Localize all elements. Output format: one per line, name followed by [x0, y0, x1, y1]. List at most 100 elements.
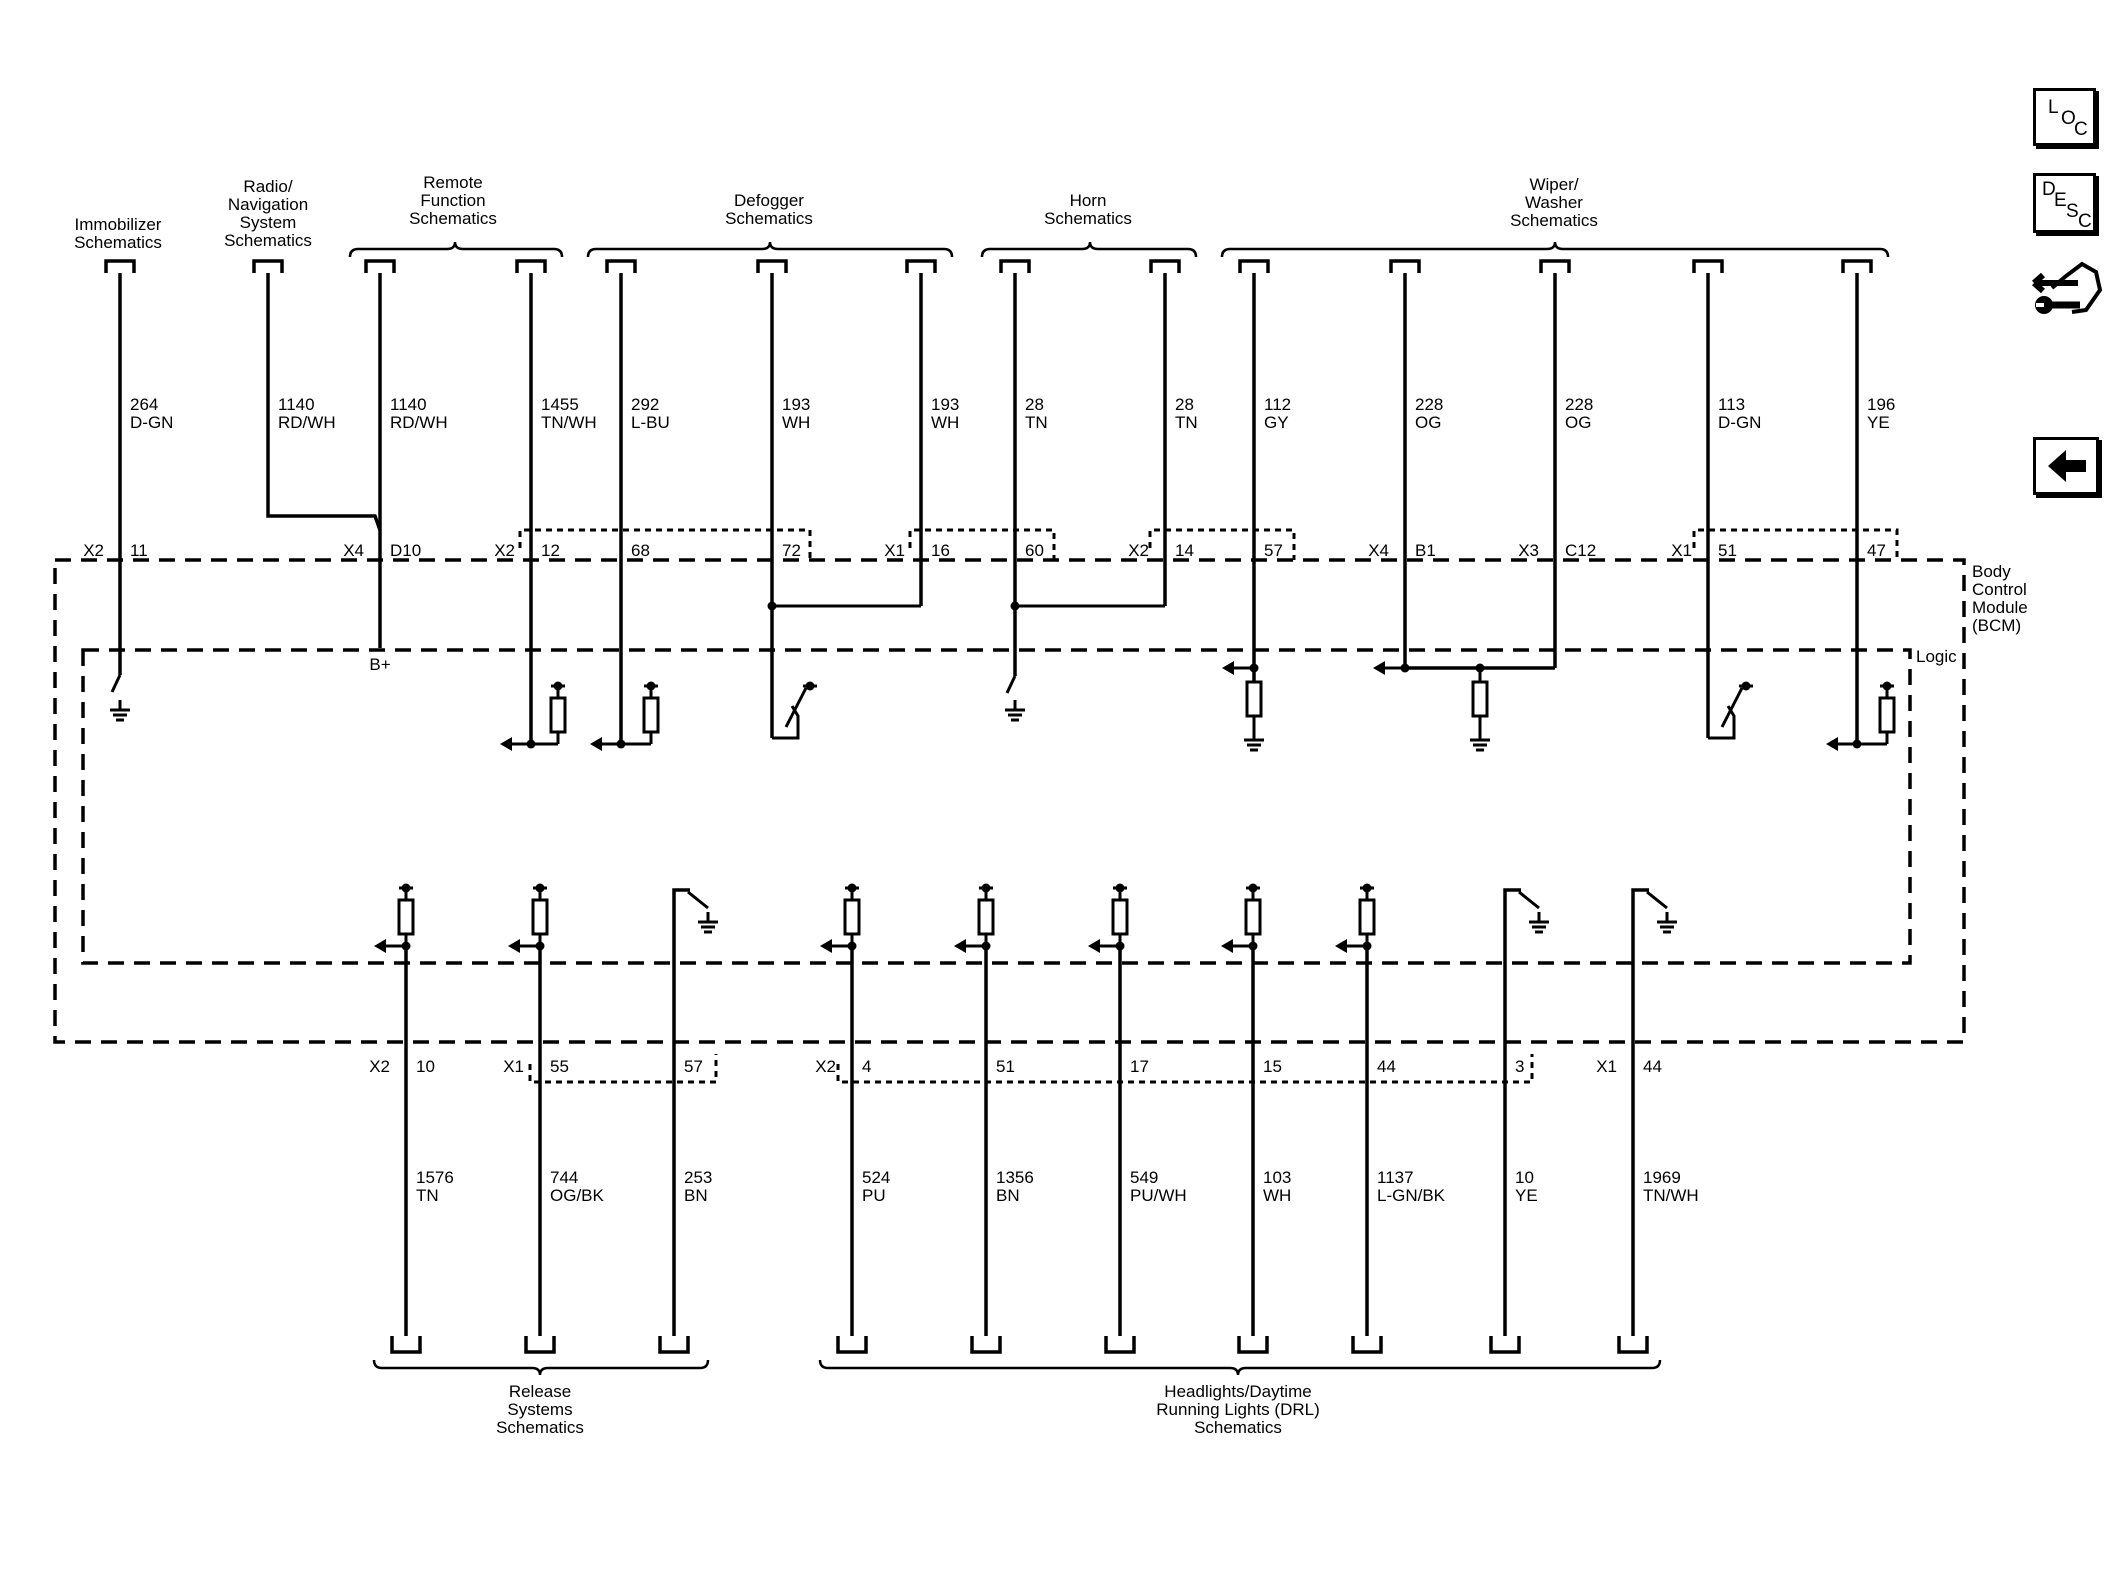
connector-label: X2 — [369, 1057, 390, 1076]
pin-label: 15 — [1263, 1057, 1282, 1076]
splice-dot — [1852, 739, 1862, 749]
group-bracket — [372, 1359, 710, 1376]
pin-label: B1 — [1415, 541, 1436, 560]
wire-color-label: D-GN — [130, 413, 173, 432]
wire-circuit-label: 196 — [1867, 395, 1895, 414]
resistor — [843, 898, 861, 936]
connector-terminal — [104, 259, 136, 273]
top-group-label-horn: Horn — [1070, 191, 1107, 210]
top-group-label-horn: Schematics — [1044, 209, 1132, 228]
bottom-group-label-release: Systems — [507, 1400, 572, 1419]
top-group-label-remote: Function — [420, 191, 485, 210]
connector-terminal — [390, 1336, 422, 1354]
connector-wrench-icon — [2032, 261, 2103, 314]
connector-group — [836, 1054, 1534, 1084]
wire-color-label: L-BU — [631, 413, 670, 432]
bottom-group-label-headlights: Schematics — [1194, 1418, 1282, 1437]
group-bracket — [586, 241, 954, 258]
resistor — [1358, 898, 1376, 936]
top-group-label-remote: Schematics — [409, 209, 497, 228]
loc-letter-o: O — [2061, 108, 2076, 129]
wire-circuit-label: 28 — [1025, 395, 1044, 414]
wire-circuit-label: 1356 — [996, 1168, 1034, 1187]
loc-letter-l: L — [2048, 97, 2059, 118]
wire-color-label: PU/WH — [1130, 1186, 1187, 1205]
back-button[interactable] — [2033, 437, 2099, 495]
wire-circuit-label: 228 — [1565, 395, 1593, 414]
wire-circuit-label: 103 — [1263, 1168, 1291, 1187]
wire-circuit-label: 1455 — [541, 395, 579, 414]
wire-circuit-label: 1137 — [1377, 1168, 1414, 1187]
connector-group — [1148, 528, 1296, 560]
resistor — [1471, 680, 1489, 718]
switch-blade — [1005, 675, 1017, 694]
pin-label: 57 — [1264, 541, 1283, 560]
input-arrow — [1826, 737, 1838, 751]
group-bracket — [1220, 241, 1890, 258]
connector-group — [1692, 528, 1899, 560]
input-arrow — [374, 939, 386, 953]
input-arrow — [1222, 661, 1234, 675]
wire-color-label: PU — [862, 1186, 886, 1205]
resistor — [977, 898, 995, 936]
wire-circuit-label: 10 — [1515, 1168, 1534, 1187]
switch-lead — [672, 888, 690, 944]
input-arrow — [590, 737, 602, 751]
loc-button[interactable]: L O C — [2033, 88, 2096, 146]
input-arrow — [820, 939, 832, 953]
splice-dot — [616, 739, 626, 749]
input-arrow — [954, 939, 966, 953]
loc-letter-c: C — [2074, 119, 2088, 140]
desc-letter-c: C — [2078, 211, 2092, 232]
connector-terminal — [364, 259, 396, 273]
wire-circuit-label: 112 — [1264, 395, 1291, 414]
pin-label: 44 — [1643, 1057, 1662, 1076]
switch-blade — [687, 890, 709, 910]
connector-group — [908, 528, 1056, 560]
switch-lead — [1631, 888, 1649, 944]
pin-label: 11 — [130, 541, 148, 560]
connector-label: X4 — [1368, 541, 1389, 560]
splice-dot — [767, 601, 777, 611]
connector-label: X3 — [1518, 541, 1539, 560]
pin-label: 4 — [862, 1057, 871, 1076]
wire-circuit-label: 193 — [782, 395, 810, 414]
top-group-label-remote: Remote — [423, 173, 483, 192]
wire-color-label: BN — [684, 1186, 708, 1205]
connector-wrench-button[interactable] — [2028, 250, 2108, 330]
resistor — [1878, 696, 1896, 734]
wire-radio — [266, 273, 382, 531]
splice-dot — [1010, 601, 1020, 611]
input-arrow — [500, 737, 512, 751]
top-group-label-wiper: Wiper/ — [1529, 175, 1578, 194]
connector-terminal — [1489, 1336, 1521, 1354]
top-group-label-immobilizer: Immobilizer — [75, 215, 162, 234]
wire-color-label: TN — [1175, 413, 1198, 432]
resistor — [397, 898, 415, 936]
connector-terminal — [999, 259, 1031, 273]
wire-circuit-label: 1576 — [416, 1168, 454, 1187]
wire-circuit-label: 1140 — [278, 395, 315, 414]
pin-label: 68 — [631, 541, 650, 560]
logic-outline — [81, 648, 1912, 965]
pin-label: 55 — [550, 1057, 569, 1076]
wire-circuit-label: 524 — [862, 1168, 890, 1187]
wire-circuit-label: 28 — [1175, 395, 1194, 414]
pin-label: 16 — [931, 541, 950, 560]
splice-dot — [1400, 663, 1410, 673]
desc-button[interactable]: D E S C — [2033, 173, 2096, 233]
pin-label: 57 — [684, 1057, 703, 1076]
wire-color-label: GY — [1264, 413, 1289, 432]
supply-node — [805, 681, 815, 691]
connector-label: X1 — [1671, 541, 1692, 560]
pin-label: 17 — [1130, 1057, 1149, 1076]
wire-circuit-label: 228 — [1415, 395, 1443, 414]
connector-terminal — [605, 259, 637, 273]
connector-terminal — [1237, 1336, 1269, 1354]
wire-color-label: WH — [782, 413, 810, 432]
connector-terminal — [756, 259, 788, 273]
connector-group — [528, 1054, 718, 1084]
top-group-label-radio: Radio/ — [243, 177, 292, 196]
pin-label: C12 — [1565, 541, 1596, 560]
wire-color-label: WH — [1263, 1186, 1291, 1205]
